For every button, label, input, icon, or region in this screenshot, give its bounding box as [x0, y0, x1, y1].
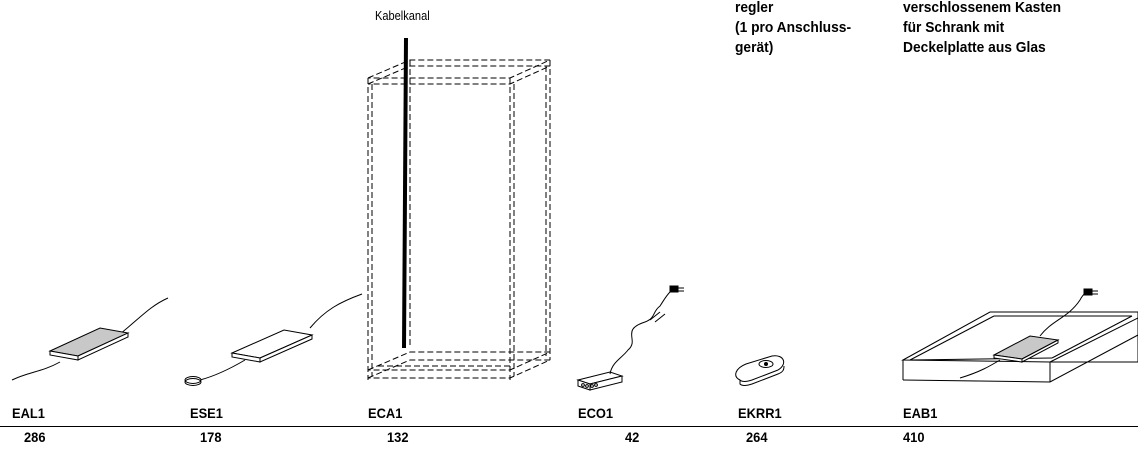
divider-line: [0, 426, 1138, 427]
product-quantity: 42: [625, 429, 640, 445]
controller-plug-illustration: [576, 285, 684, 391]
product-quantity: 410: [903, 429, 925, 445]
product-code: EKRR1: [738, 405, 782, 421]
heating-pad-grey-illustration: [11, 297, 169, 381]
product-code: ECA1: [368, 405, 403, 421]
product-code: EAL1: [12, 405, 45, 421]
cable-duct-callout: Kabelkanal: [375, 8, 430, 23]
product-code: ESE1: [190, 405, 223, 421]
glass-box-pad-illustration: [901, 288, 1138, 383]
product-code: ECO1: [578, 405, 614, 421]
product-quantity: 264: [746, 429, 768, 445]
product-quantity: 132: [387, 429, 409, 445]
product-quantity: 286: [24, 429, 46, 445]
heating-pad-sensor-illustration: [184, 293, 363, 386]
round-regulator-illustration: [735, 355, 785, 386]
product-code: EAB1: [903, 405, 938, 421]
product-quantity: 178: [200, 429, 222, 445]
box-header-text: verschlossenem Kasten für Schrank mit De…: [903, 0, 1062, 56]
regulator-header-text: regler (1 pro Anschluss- gerät): [735, 0, 852, 56]
cable-duct-bar: [402, 37, 408, 349]
cabinet-cable-duct-illustration: [367, 59, 551, 380]
